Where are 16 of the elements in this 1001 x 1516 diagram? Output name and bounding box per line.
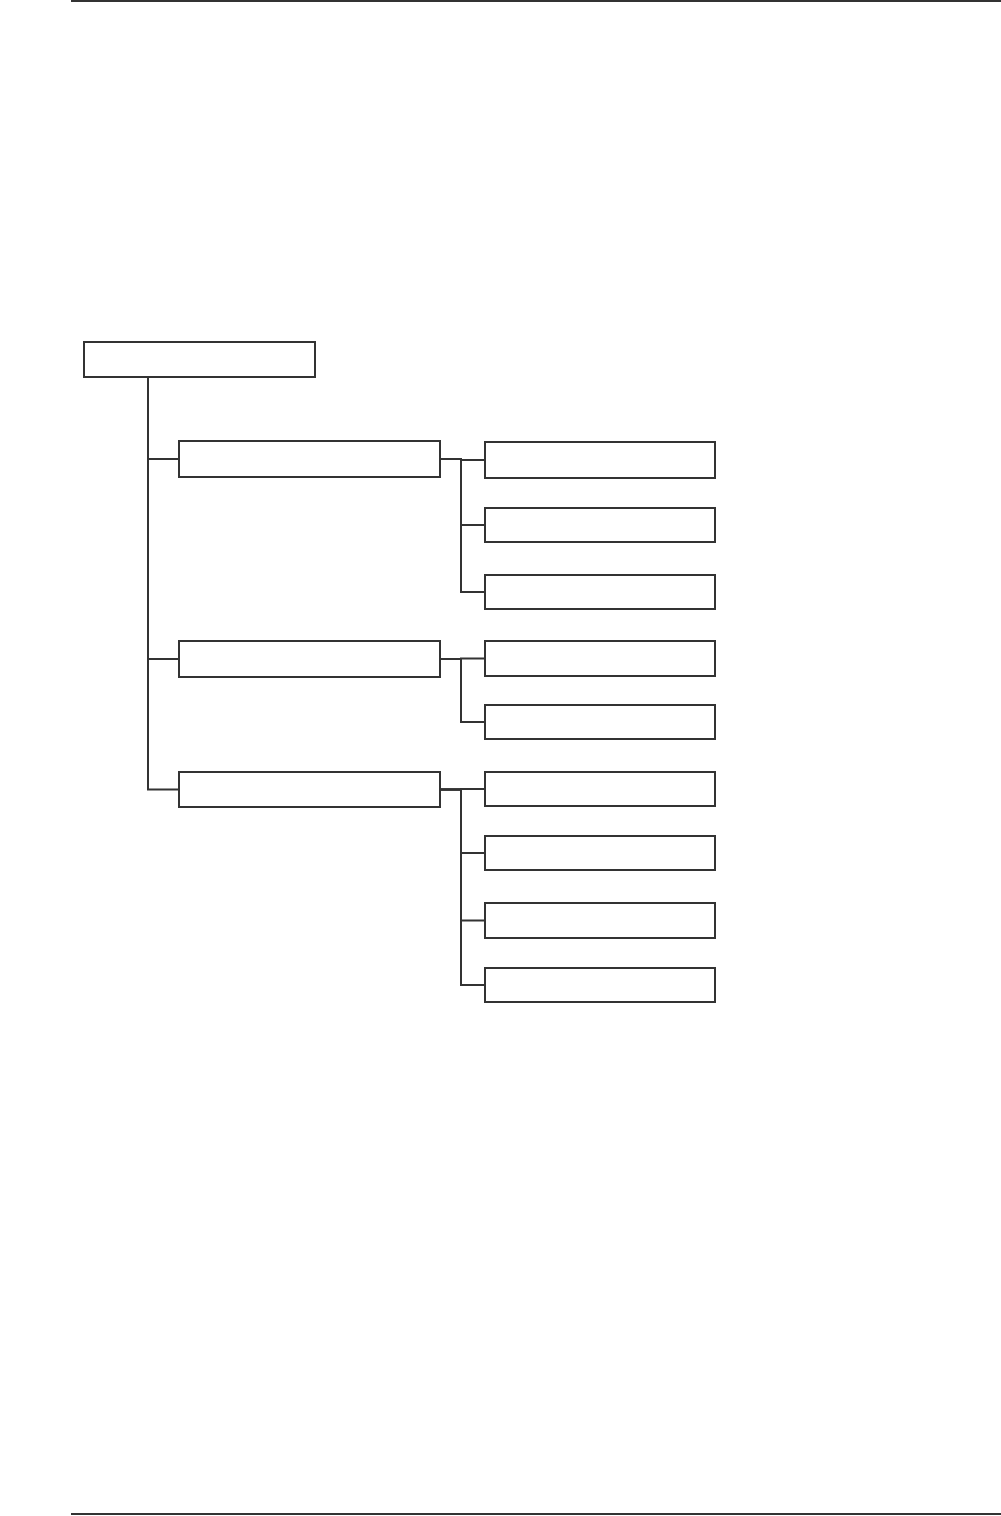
empty-box	[484, 640, 716, 677]
connector-line	[440, 658, 485, 723]
empty-box	[484, 441, 716, 479]
empty-box	[484, 902, 716, 939]
empty-box	[484, 574, 716, 610]
empty-box	[83, 341, 316, 378]
empty-box	[484, 967, 716, 1003]
connector-line	[440, 458, 485, 593]
empty-box	[484, 704, 716, 740]
empty-box	[484, 507, 716, 543]
empty-box	[484, 771, 716, 807]
empty-box	[178, 640, 441, 678]
empty-box	[178, 771, 441, 808]
empty-box	[178, 440, 441, 478]
empty-box	[484, 835, 716, 871]
connector-line	[440, 788, 485, 986]
